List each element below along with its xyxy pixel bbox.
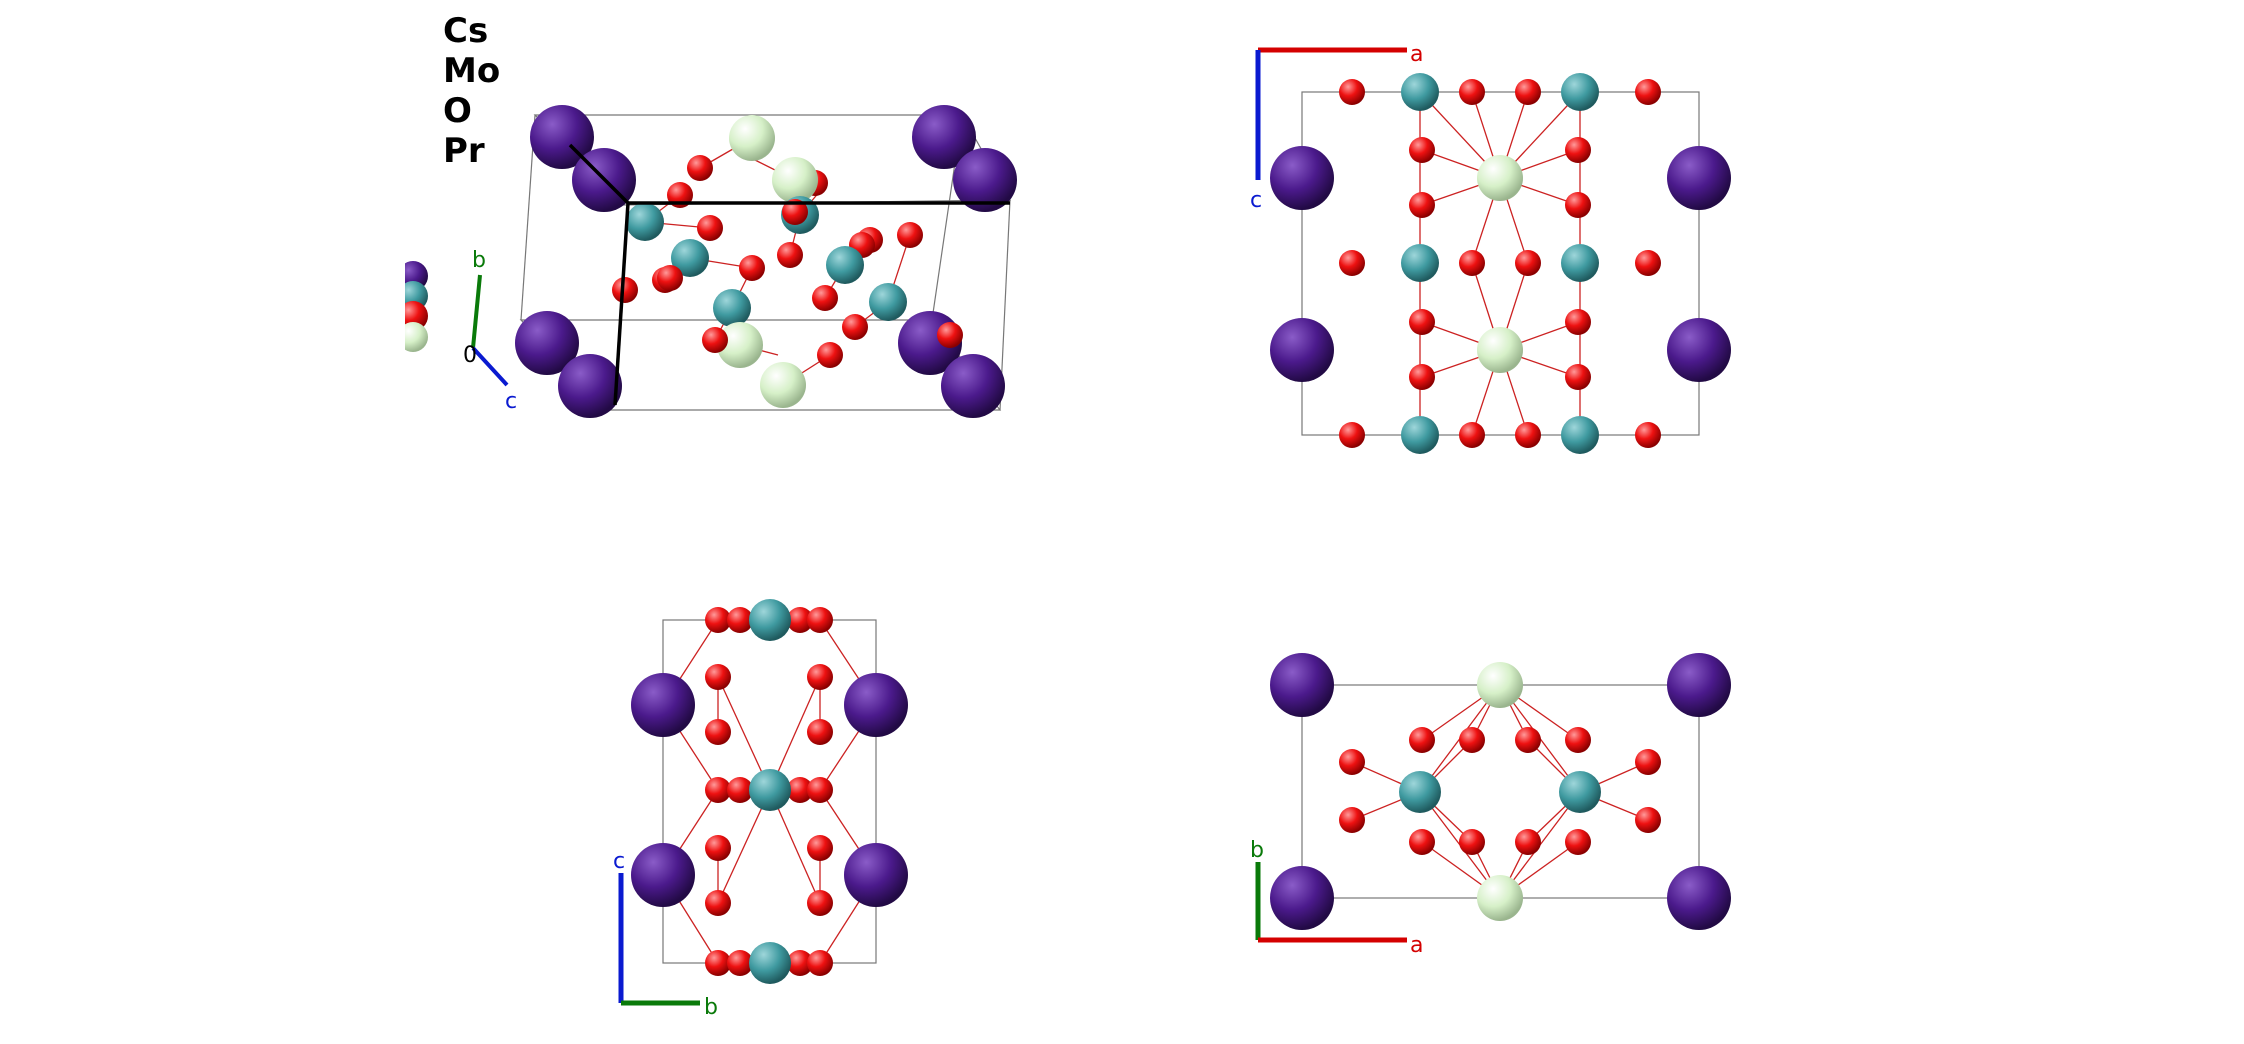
view-ac-bonds: [1419, 91, 1581, 436]
view-ab-axes-indicator: b a: [1250, 838, 1423, 958]
legend-mo: Mo: [443, 51, 500, 91]
view-ab-bonds: [1351, 684, 1649, 899]
view-ac-axes-indicator: a c: [1250, 42, 1423, 213]
view-ac-axis-a-label: a: [1410, 42, 1423, 67]
legend-pr-swatch: [398, 322, 428, 352]
view-ab: b a: [1250, 653, 1731, 958]
perspective-axes-indicator: b c 0: [463, 248, 517, 414]
legend-pr: Pr: [443, 131, 485, 171]
perspective-cell-front: [568, 143, 1010, 406]
view-ab-axis-a-label: a: [1410, 933, 1423, 958]
legend-swatches: [396, 255, 428, 355]
perspective-axis-c-label: c: [505, 389, 517, 414]
perspective-origin-label: 0: [463, 343, 477, 368]
view-ac-unit-cell: [1301, 91, 1700, 436]
view-bc-axes-indicator: c b: [613, 849, 718, 1020]
view-bc-axis-c-label: c: [613, 849, 625, 874]
legend-cs: Cs: [443, 11, 488, 51]
view-ab-unit-cell: [1301, 684, 1700, 899]
view-ac-atoms: [1270, 73, 1731, 454]
perspective-axis-b-label: b: [472, 248, 486, 273]
legend-o: O: [443, 91, 472, 131]
element-legend: Cs Mo O Pr: [396, 11, 500, 355]
view-bc-atoms: [631, 599, 908, 984]
view-ac: a c: [1250, 42, 1731, 454]
view-ac-axis-c-label: c: [1250, 188, 1262, 213]
view-bc: c b: [613, 599, 908, 1020]
perspective-atoms: [515, 105, 1017, 418]
legend-o-swatch: [398, 301, 428, 331]
view-ab-atoms: [1270, 653, 1731, 930]
view-bc-axis-b-label: b: [704, 995, 718, 1020]
view-ab-axis-b-label: b: [1250, 838, 1264, 863]
perspective-view: b c 0: [463, 105, 1017, 418]
